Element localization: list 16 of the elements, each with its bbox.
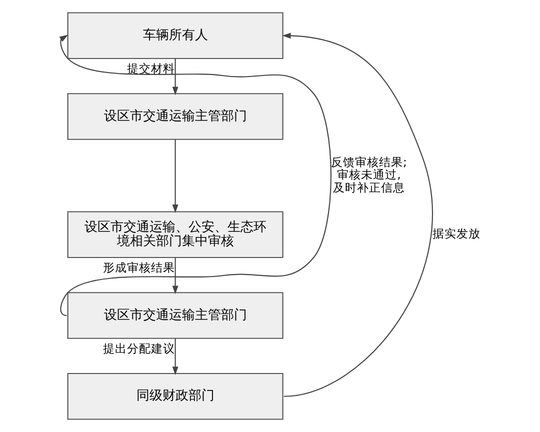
- edge-label: 形成审核结果: [102, 260, 175, 274]
- edge-label: 反馈审核结果;审核未通过,及时补正信息: [330, 154, 406, 194]
- node-box: 同级财政部门: [66, 372, 283, 420]
- arrow: [172, 338, 178, 376]
- arrow: [172, 139, 178, 214]
- node-box: 设区市交通运输、公安、生态环境相关部门集中审核: [66, 211, 283, 258]
- arrow: [172, 58, 178, 96]
- node-box: 设区市交通运输主管部门: [66, 292, 283, 339]
- arrow: [172, 258, 178, 294]
- node-box: 车辆所有人: [66, 12, 283, 60]
- arrow: [58, 34, 332, 316]
- edge-label: 提出分配建议: [102, 341, 175, 356]
- edge-label: 据实发放: [432, 226, 480, 241]
- edge-label: 提交材料: [126, 61, 174, 76]
- node-box: 设区市交通运输主管部门: [66, 93, 283, 140]
- arrow: [282, 32, 432, 397]
